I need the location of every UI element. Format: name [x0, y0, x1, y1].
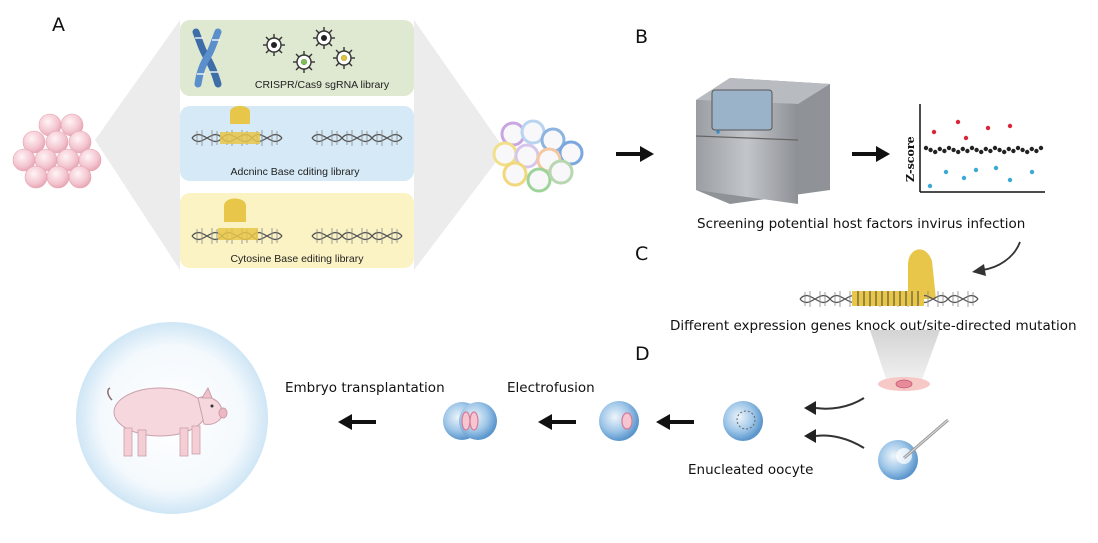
- zscore-dot: [1006, 146, 1011, 152]
- knockout-caption: Different expression genes knock out/sit…: [670, 318, 1077, 334]
- zscore-dot: [933, 149, 938, 155]
- zscore-dot: [1029, 146, 1034, 152]
- zscore-dot: [943, 169, 949, 175]
- arrow-to-sequencer: [616, 146, 654, 162]
- zscore-dot: [960, 146, 965, 152]
- zscore-dot: [951, 147, 956, 153]
- panel-letter-b: B: [635, 26, 649, 48]
- embryo-transplantation-caption: Embryo transplantation: [285, 380, 445, 396]
- pig-icon: [107, 386, 228, 457]
- knockout-dna-icon: [799, 249, 979, 308]
- oocyte-caption: Enucleated oocyte: [688, 462, 814, 478]
- zscore-dot: [956, 149, 961, 155]
- arrow-cell-to-fusion: [538, 414, 576, 430]
- zscore-dot: [1034, 148, 1039, 154]
- zscore-dot: [937, 146, 942, 152]
- zscore-axis-label: Z-score: [904, 136, 917, 182]
- cytosine-library-label: Cytosine Base editing library: [230, 253, 364, 265]
- chromosome-icon: [192, 28, 222, 88]
- zscore-dot: [928, 147, 933, 153]
- crispr-library-label: CRISPR/Cas9 sgRNA library: [254, 79, 390, 91]
- arrow-to-zscore: [852, 146, 890, 162]
- screening-caption: Screening potential host factors invirus…: [697, 216, 1026, 232]
- enucleated-oocyte-icon: [723, 401, 763, 441]
- zscore-dot: [992, 145, 998, 151]
- zscore-dot: [965, 148, 970, 154]
- zscore-dot: [1029, 169, 1035, 175]
- cell-spotlight: [870, 330, 940, 391]
- zscore-dot: [1020, 147, 1025, 153]
- zscore-dot: [985, 125, 991, 131]
- electrofusion-embryo-icon: [443, 402, 497, 440]
- zscore-dot: [1038, 145, 1044, 151]
- electrofusion-caption: Electrofusion: [507, 380, 595, 396]
- zscore-dot: [969, 145, 975, 151]
- adenine-library-box: [180, 106, 414, 181]
- curved-arrow-from-injection: [804, 429, 865, 449]
- zscore-dot: [927, 183, 933, 189]
- zscore-dot: [946, 145, 952, 151]
- zscore-dot: [1025, 149, 1030, 155]
- adenine-library-label: Adcninc Base cditing library: [230, 166, 360, 178]
- curved-arrow-to-knockout: [972, 241, 1021, 276]
- reconstructed-cell-icon: [599, 401, 639, 441]
- zscore-dot: [1015, 145, 1021, 151]
- zscore-plot: Z-score: [904, 104, 1045, 193]
- zscore-dot: [1002, 149, 1007, 155]
- zscore-dot: [983, 146, 988, 152]
- zscore-dot: [1007, 123, 1013, 129]
- zscore-dot: [974, 147, 979, 153]
- zscore-dot: [961, 175, 967, 181]
- pink-cell-cluster: [12, 113, 102, 189]
- zscore-dot: [963, 135, 969, 141]
- panel-letter-d: D: [635, 343, 650, 365]
- edited-cell-cluster: [492, 119, 584, 193]
- zscore-dot: [988, 148, 993, 154]
- sequencer-machine-icon: [695, 78, 830, 204]
- zscore-dot: [993, 165, 999, 171]
- curved-arrow-from-cell: [804, 397, 865, 415]
- arrow-fusion-to-pig: [338, 414, 376, 430]
- arrow-oocyte-to-cell: [656, 414, 694, 430]
- zscore-dot: [955, 119, 961, 125]
- zscore-dot: [997, 147, 1002, 153]
- zscore-points: [923, 119, 1044, 189]
- zscore-dot: [923, 145, 929, 151]
- dna-editing-adenine: [191, 106, 403, 147]
- dna-editing-cytosine: [191, 198, 403, 245]
- zscore-dot: [973, 167, 979, 173]
- zscore-dot: [1011, 148, 1016, 154]
- panel-letter-c: C: [635, 243, 649, 265]
- microinjection-cell-icon: [878, 418, 949, 480]
- zscore-dot: [979, 149, 984, 155]
- panel-letter-a: A: [52, 14, 65, 36]
- zscore-dot: [942, 148, 947, 154]
- virus-particles-icon: [262, 26, 356, 74]
- zscore-dot: [931, 129, 937, 135]
- zscore-dot: [1007, 177, 1013, 183]
